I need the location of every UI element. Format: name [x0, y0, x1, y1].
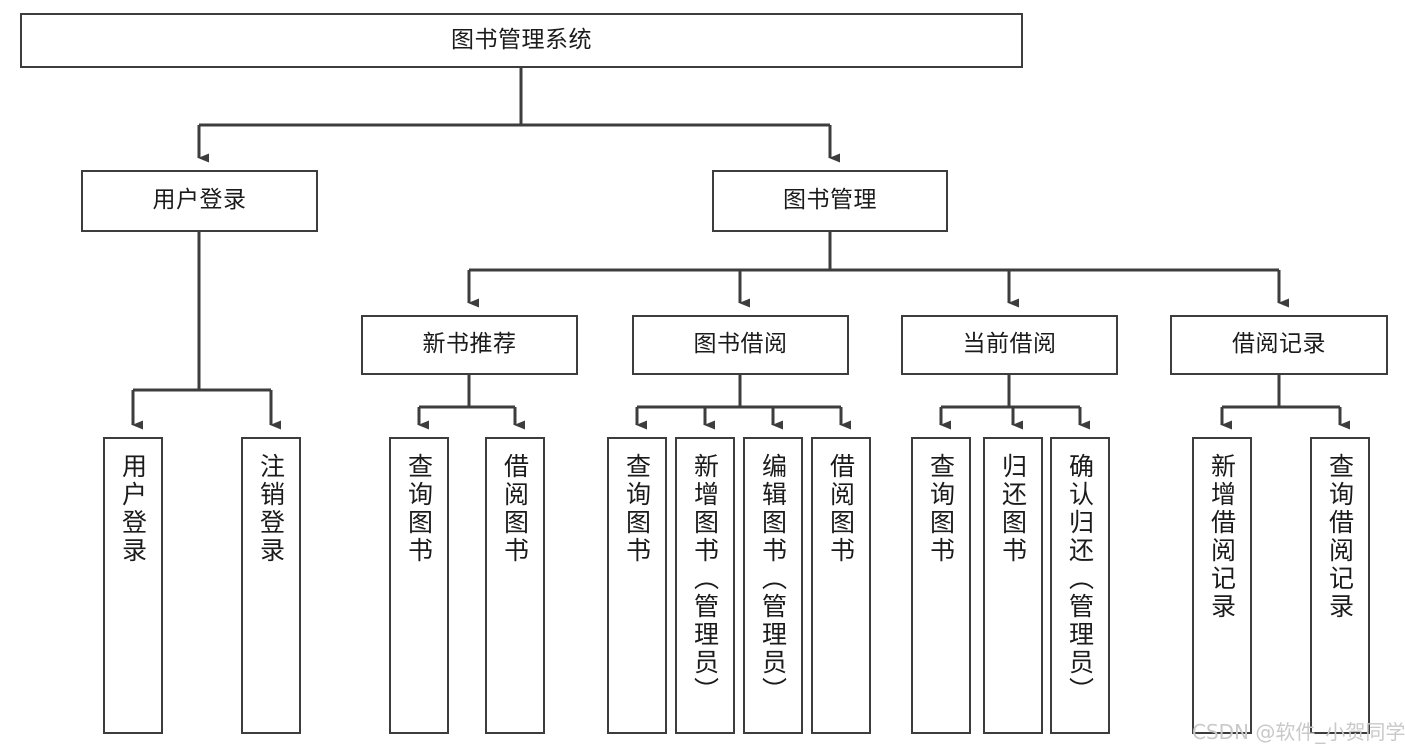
- node-current-borrow[interactable]: 当前借阅: [901, 315, 1118, 375]
- node-leaf-edit-book[interactable]: 编辑图书（管理员）: [743, 437, 803, 734]
- node-leaf-add-book-label: 新增图书（管理员）: [690, 453, 720, 705]
- node-leaf-user-login-label: 用户登录: [118, 453, 148, 565]
- node-book-manage[interactable]: 图书管理: [712, 170, 948, 232]
- csdn-watermark: CSDN @软件_小贺同学: [1192, 720, 1405, 744]
- node-leaf-confirm-return[interactable]: 确认归还（管理员）: [1050, 437, 1110, 734]
- node-leaf-add-borrow-record[interactable]: 新增借阅记录: [1192, 437, 1252, 734]
- node-leaf-borrow-book-label: 借阅图书: [826, 453, 856, 565]
- node-current-borrow-label: 当前借阅: [962, 331, 1057, 358]
- node-leaf-borrow-book-recommend[interactable]: 借阅图书: [485, 437, 545, 734]
- node-borrow-record-label: 借阅记录: [1232, 331, 1326, 358]
- node-leaf-query-book-current[interactable]: 查询图书: [911, 437, 971, 734]
- node-leaf-return-book-label: 归还图书: [998, 453, 1028, 565]
- node-book-borrow[interactable]: 图书借阅: [632, 315, 849, 375]
- node-leaf-user-login[interactable]: 用户登录: [103, 437, 163, 734]
- node-leaf-borrow-book-recommend-label: 借阅图书: [500, 453, 530, 565]
- node-leaf-query-borrow-record-label: 查询借阅记录: [1325, 453, 1355, 621]
- node-leaf-query-book-current-label: 查询图书: [926, 453, 956, 565]
- node-leaf-add-borrow-record-label: 新增借阅记录: [1207, 453, 1237, 621]
- node-leaf-logout-label: 注销登录: [256, 453, 286, 565]
- node-root-label: 图书管理系统: [451, 26, 592, 53]
- node-leaf-edit-book-label: 编辑图书（管理员）: [758, 453, 788, 705]
- connectors: [131, 68, 1350, 430]
- node-user-login[interactable]: 用户登录: [81, 170, 318, 232]
- node-leaf-confirm-return-label: 确认归还（管理员）: [1065, 453, 1095, 705]
- node-leaf-logout[interactable]: 注销登录: [241, 437, 301, 734]
- node-leaf-borrow-book[interactable]: 借阅图书: [811, 437, 871, 734]
- node-book-manage-label: 图书管理: [783, 187, 877, 214]
- node-user-login-label: 用户登录: [152, 187, 247, 214]
- node-new-book-recommend[interactable]: 新书推荐: [361, 315, 578, 375]
- node-leaf-query-book-recommend[interactable]: 查询图书: [389, 437, 449, 734]
- node-leaf-query-book-borrow-label: 查询图书: [622, 453, 652, 565]
- node-book-borrow-label: 图书借阅: [693, 331, 788, 358]
- node-leaf-query-borrow-record[interactable]: 查询借阅记录: [1310, 437, 1370, 734]
- node-root[interactable]: 图书管理系统: [20, 13, 1023, 68]
- node-leaf-query-book-recommend-label: 查询图书: [404, 453, 434, 565]
- node-leaf-return-book[interactable]: 归还图书: [983, 437, 1043, 734]
- node-leaf-add-book[interactable]: 新增图书（管理员）: [675, 437, 735, 734]
- node-leaf-query-book-borrow[interactable]: 查询图书: [607, 437, 667, 734]
- node-new-book-recommend-label: 新书推荐: [422, 331, 517, 358]
- node-borrow-record[interactable]: 借阅记录: [1170, 315, 1388, 375]
